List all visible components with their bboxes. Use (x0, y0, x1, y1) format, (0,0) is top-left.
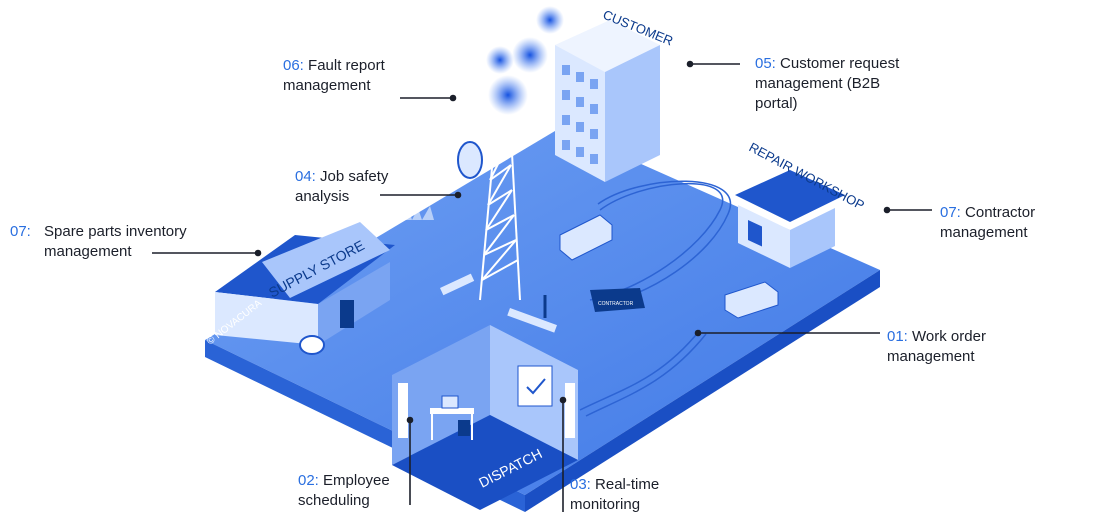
leader-01-dot (694, 329, 702, 337)
vehicles: CONTRACTOR (439, 214, 779, 333)
callout-job-safety: 04: Job safety analysis (295, 167, 435, 207)
antenna-tower (457, 79, 521, 301)
customer-building: CUSTOMER (555, 7, 675, 182)
callout-text: Work order management (887, 328, 986, 365)
callout-number: 07: (10, 223, 31, 240)
callout-text: Employee scheduling (298, 472, 390, 509)
callout-number: 01: (887, 328, 908, 345)
callout-number: 05: (755, 55, 776, 72)
callout-number: 04: (295, 168, 316, 185)
callout-text: Real-time monitoring (570, 476, 660, 513)
callout-work-order: 01: Work order management (887, 327, 1037, 367)
callout-number: 03: (570, 476, 591, 493)
callout-number: 06: (283, 57, 304, 74)
callout-text: Customer request management (B2B portal) (755, 55, 900, 112)
callout-fault-report: 06: Fault report management (283, 56, 433, 96)
callout-leaders (152, 60, 932, 512)
callout-text: Spare parts inventory management (44, 223, 187, 260)
callout-contractor: 07: Contractor management (940, 203, 1100, 243)
repair-workshop-building: REPAIR WORKSHOP (735, 139, 867, 268)
leader-03-dot (559, 396, 567, 404)
dispatch-room: DISPATCH (392, 325, 578, 510)
truck-label: CONTRACTOR (598, 301, 634, 307)
callout-number: 02: (298, 472, 319, 489)
leader-02-dot (406, 416, 414, 424)
callout-customer-request: 05: Customer request management (B2B por… (755, 54, 935, 114)
leader-05-dot (686, 60, 694, 68)
callout-text: Contractor management (940, 204, 1036, 241)
supply-store-building: SUPPLY STORE (215, 222, 395, 355)
callout-text: Job safety analysis (295, 168, 389, 205)
fault-smoke (486, 6, 564, 115)
leader-04-dot (454, 191, 462, 199)
leader-07b-dot (883, 206, 891, 214)
callout-real-time-monitoring: 03: Real-time monitoring (570, 475, 690, 515)
callout-employee-scheduling: 02: Employee scheduling (298, 471, 418, 511)
leader-06-dot (449, 94, 457, 102)
callout-number: 07: (940, 204, 961, 221)
leader-07a-dot (254, 249, 262, 257)
callout-text: Fault report management (283, 57, 385, 94)
